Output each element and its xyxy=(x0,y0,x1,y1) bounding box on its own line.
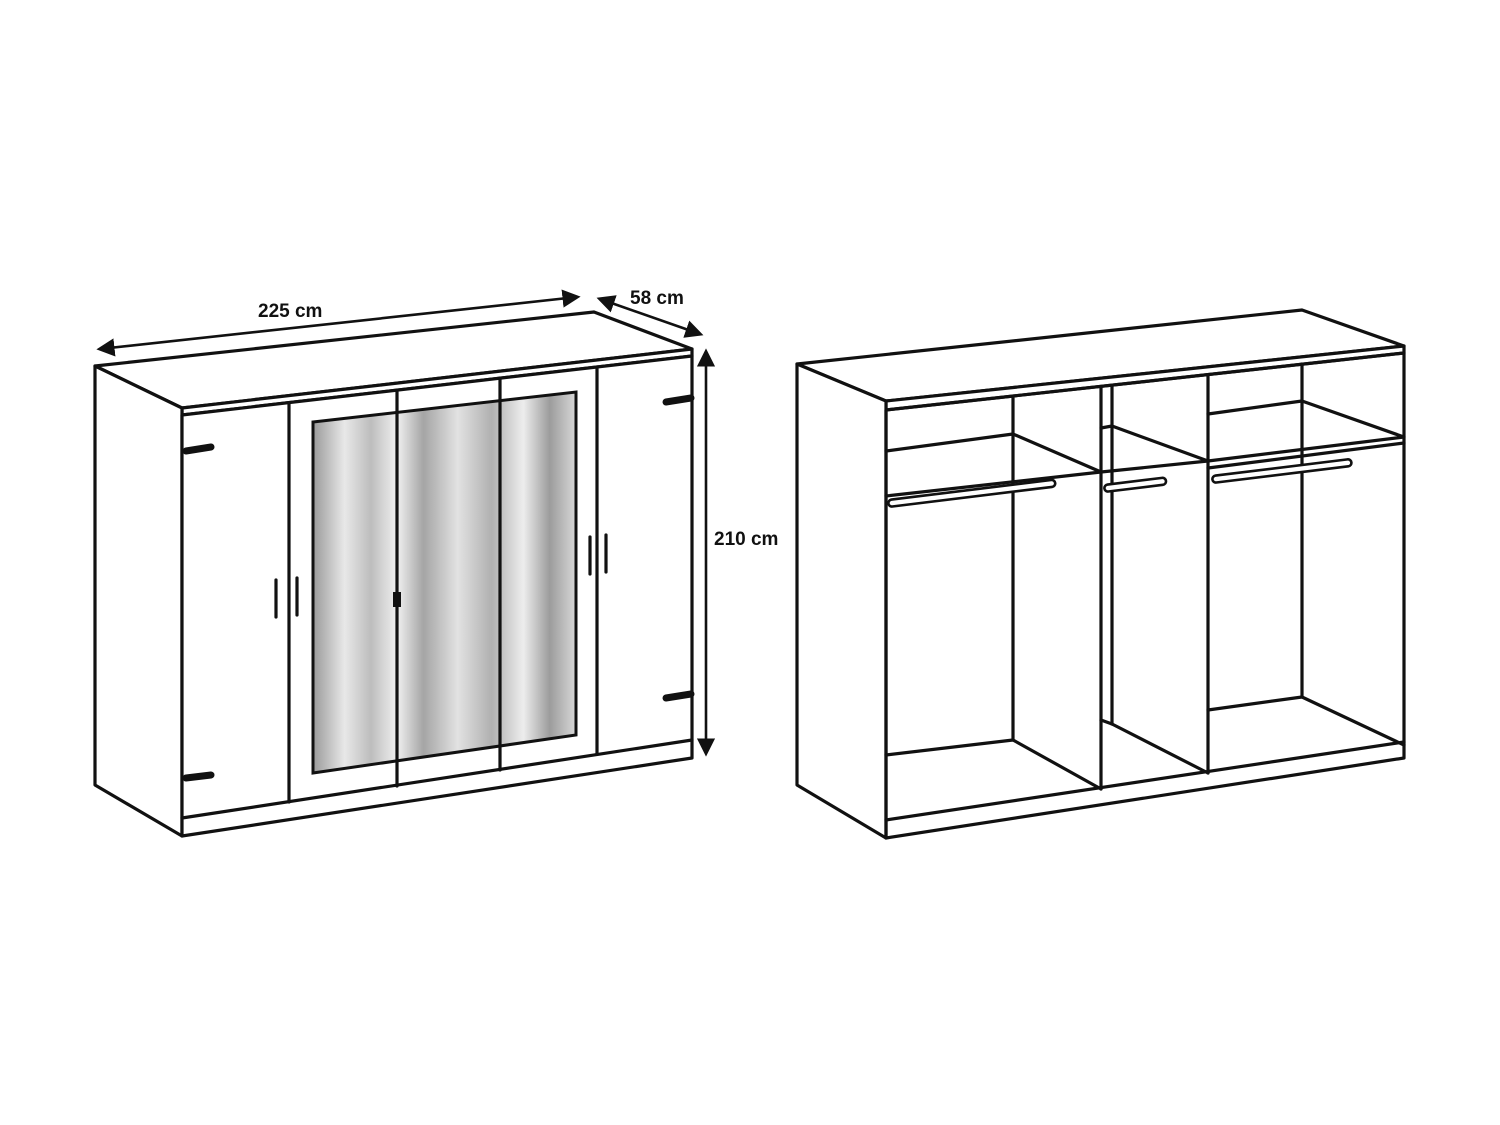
depth-label: 58 cm xyxy=(630,288,684,309)
door-handles xyxy=(274,533,608,619)
depth-dimension-arrow xyxy=(596,295,704,338)
floor-right xyxy=(1206,695,1406,747)
shelf-middle xyxy=(1099,424,1210,474)
wardrobe-plinth xyxy=(180,738,694,820)
mirror-panel xyxy=(311,390,578,775)
shelf-right xyxy=(1206,399,1406,463)
open-wardrobe-side-panel xyxy=(795,362,888,840)
wardrobe-side-panel xyxy=(93,364,184,838)
shelf-left xyxy=(884,432,1103,498)
width-dimension-arrow xyxy=(96,289,581,357)
hanging-rail-icon xyxy=(1211,458,1353,484)
hanging-rail-icon xyxy=(1103,476,1168,493)
hinge-icon xyxy=(662,394,695,406)
closed-wardrobe: 225 cm 58 cm 210 cm xyxy=(93,288,778,838)
open-wardrobe-frame xyxy=(884,351,1406,840)
hinge-icon xyxy=(182,443,215,455)
floor-left xyxy=(884,738,1103,791)
width-label: 225 cm xyxy=(258,301,322,322)
door-hinges xyxy=(182,394,695,782)
shelf-right-front xyxy=(1206,441,1406,470)
height-label: 210 cm xyxy=(714,529,778,550)
floor-middle xyxy=(1110,722,1210,775)
mirror-handle-icon xyxy=(393,592,401,607)
hinge-icon xyxy=(662,690,695,702)
hanging-rail-icon xyxy=(887,478,1057,508)
hinge-icon xyxy=(182,771,215,782)
divider-depth-line xyxy=(1099,718,1114,726)
open-wardrobe-plinth xyxy=(884,740,1406,822)
open-wardrobe xyxy=(795,308,1406,840)
